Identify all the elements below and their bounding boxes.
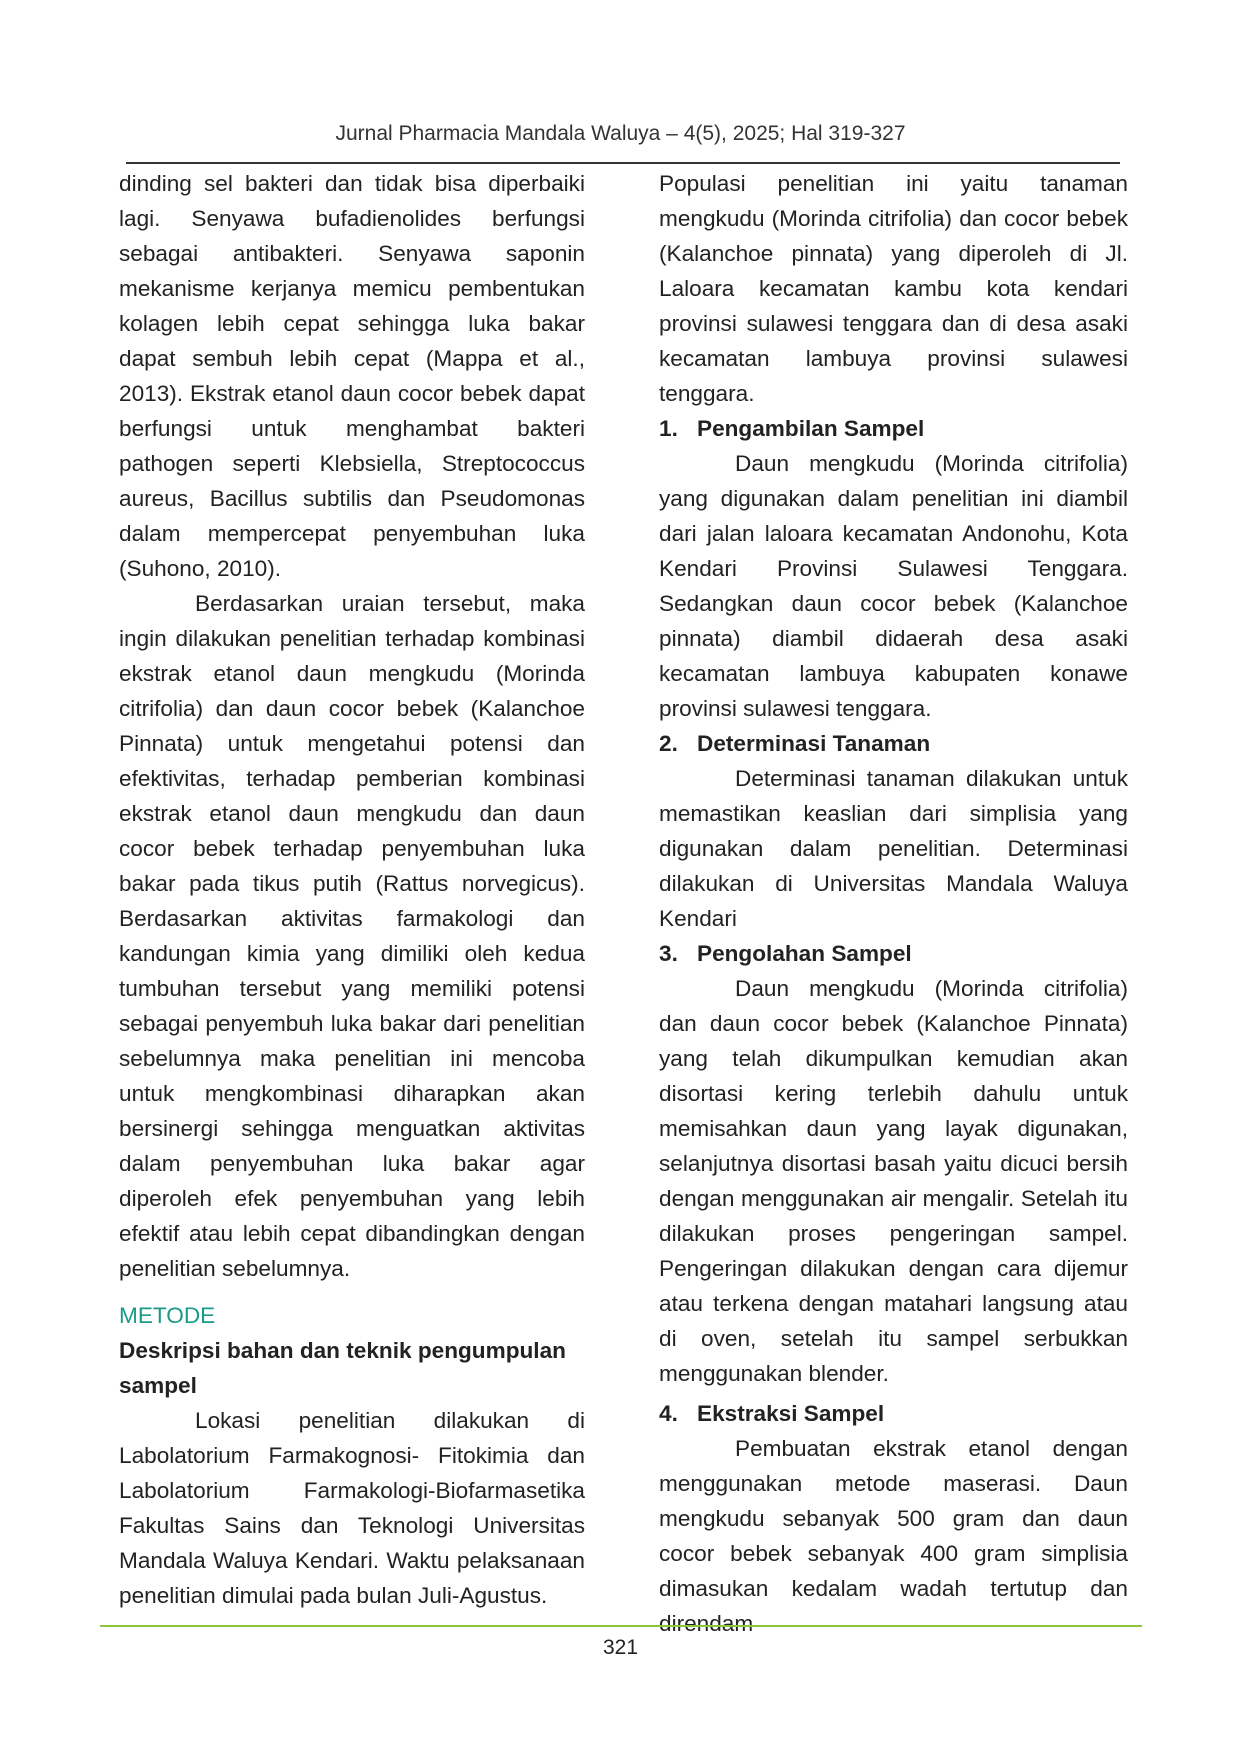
running-header: Jurnal Pharmacia Mandala Waluya – 4(5), … bbox=[335, 122, 906, 145]
numbered-heading: 1. Pengambilan Sampel bbox=[659, 411, 1128, 446]
body-paragraph: dinding sel bakteri dan tidak bisa diper… bbox=[119, 171, 585, 581]
page-number: 321 bbox=[602, 1636, 639, 1659]
heading-number: 1. bbox=[659, 416, 678, 441]
footer-divider bbox=[100, 1625, 1142, 1627]
section-heading-metode: METODE bbox=[119, 1303, 216, 1328]
body-paragraph: Daun mengkudu (Morinda citrifolia) yang … bbox=[659, 451, 1128, 721]
body-paragraph: Lokasi penelitian dilakukan di Labolator… bbox=[119, 1408, 585, 1608]
heading-title: Pengolahan Sampel bbox=[697, 941, 912, 966]
heading-number: 2. bbox=[659, 731, 678, 756]
heading-title: Pengambilan Sampel bbox=[697, 416, 925, 441]
body-paragraph: Determinasi tanaman dilakukan untuk mema… bbox=[659, 766, 1128, 931]
body-paragraph: Berdasarkan uraian tersebut, maka ingin … bbox=[119, 591, 585, 1281]
numbered-heading: 4. Ekstraksi Sampel bbox=[659, 1396, 1128, 1431]
heading-title: Ekstraksi Sampel bbox=[697, 1401, 885, 1426]
numbered-heading: 2. Determinasi Tanaman bbox=[659, 726, 1128, 761]
body-paragraph: Daun mengkudu (Morinda citrifolia) dan d… bbox=[659, 976, 1128, 1386]
right-column: Populasi penelitian ini yaitu tanaman me… bbox=[659, 166, 1128, 1641]
heading-title: Determinasi Tanaman bbox=[697, 731, 931, 756]
subsection-heading: Deskripsi bahan dan teknik pengumpulan s… bbox=[119, 1338, 566, 1398]
numbered-heading: 3. Pengolahan Sampel bbox=[659, 936, 1128, 971]
heading-number: 4. bbox=[659, 1401, 678, 1426]
heading-number: 3. bbox=[659, 941, 678, 966]
header-divider bbox=[126, 162, 1120, 164]
body-paragraph: Populasi penelitian ini yaitu tanaman me… bbox=[659, 171, 1128, 406]
left-column: dinding sel bakteri dan tidak bisa diper… bbox=[119, 166, 585, 1613]
body-paragraph: Pembuatan ekstrak etanol dengan mengguna… bbox=[659, 1436, 1128, 1636]
